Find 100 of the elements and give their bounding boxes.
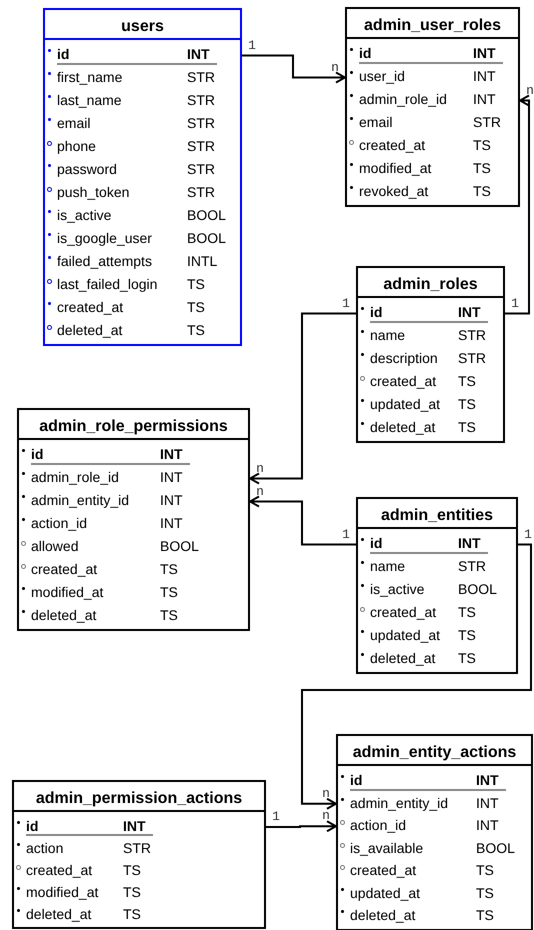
column-name: admin_entity_id [350, 794, 448, 812]
column-type: TS [160, 583, 178, 601]
column-type: STR [123, 839, 151, 857]
relationship-line [249, 496, 356, 546]
table-box [12, 780, 266, 929]
column-name: deleted_at [350, 906, 416, 924]
column-type: TS [458, 395, 476, 413]
relationship-line [242, 54, 346, 84]
column-type: INT [458, 303, 481, 321]
column-type: STR [458, 557, 486, 575]
column-name: updated_at [370, 626, 440, 644]
table-title: admin_user_roles [364, 16, 501, 36]
relationship-line [266, 820, 337, 832]
column-type: INT [187, 45, 210, 63]
column-type: INT [476, 794, 499, 812]
column-type: BOOL [476, 838, 515, 856]
column-name: description [370, 349, 438, 367]
column-type: TS [458, 603, 476, 621]
column-name: name [370, 557, 406, 575]
cardinality-label: n [321, 786, 331, 801]
column-type: INT [160, 468, 183, 486]
column-type: TS [123, 883, 141, 901]
column-name: created_at [26, 861, 92, 879]
column-name: is_google_user [57, 229, 152, 247]
column-type: TS [160, 560, 178, 578]
table-title: admin_entities [380, 506, 494, 526]
relationship-line [505, 94, 530, 314]
column-type: TS [473, 182, 491, 200]
column-name: deleted_at [57, 321, 122, 339]
cardinality-label: n [255, 484, 265, 498]
column-name: deleted_at [370, 418, 436, 436]
column-name: last_name [57, 91, 122, 109]
column-name: modified_at [359, 159, 432, 177]
column-name: created_at [31, 560, 98, 578]
column-name: failed_attempts [57, 252, 152, 270]
column-name: id [31, 445, 44, 463]
column-name: created_at [350, 861, 416, 879]
column-name: created_at [359, 136, 426, 154]
column-name: admin_entity_id [31, 491, 130, 509]
column-name: id [26, 817, 38, 835]
column-name: modified_at [26, 883, 98, 901]
table-title: admin_roles [383, 275, 478, 295]
column-type: STR [458, 349, 486, 367]
column-type: INT [123, 817, 146, 835]
column-name: id [57, 45, 70, 63]
column-type: TS [187, 321, 205, 339]
column-type: STR [187, 160, 215, 178]
table-box [17, 408, 250, 631]
column-name: id [359, 44, 372, 62]
column-type: TS [476, 906, 494, 924]
column-name: phone [57, 137, 96, 155]
cardinality-label: n [255, 462, 265, 476]
column-type: INT [476, 771, 499, 789]
column-type: BOOL [187, 229, 226, 247]
column-type: INT [476, 816, 499, 834]
column-name: last_failed_login [57, 275, 158, 293]
column-name: email [359, 113, 392, 131]
column-name: created_at [370, 372, 436, 390]
column-name: user_id [359, 67, 405, 85]
column-type: STR [473, 113, 501, 131]
table-box [345, 7, 520, 207]
column-name: action_id [31, 514, 88, 532]
column-name: is_active [57, 206, 112, 224]
column-name: is_available [350, 838, 424, 856]
column-type: STR [187, 183, 215, 201]
column-type: INT [160, 445, 183, 463]
column-type: TS [123, 861, 141, 879]
table-box [43, 8, 242, 346]
column-type: TS [187, 275, 205, 293]
column-name: deleted_at [370, 649, 436, 667]
column-type: TS [458, 418, 476, 436]
column-name: revoked_at [359, 182, 428, 200]
cardinality-label: n [525, 84, 534, 98]
cardinality-label: n [330, 60, 340, 74]
column-type: TS [458, 372, 476, 390]
column-name: action [26, 839, 64, 857]
column-name: created_at [370, 603, 436, 621]
column-type: TS [123, 905, 141, 923]
table-title: admin_role_permissions [39, 417, 228, 437]
column-type: INT [473, 90, 496, 108]
column-name: allowed [31, 537, 78, 555]
cardinality-label: n [321, 809, 331, 824]
column-name: updated_at [350, 884, 420, 902]
column-name: admin_role_id [359, 90, 447, 108]
relationship-line [249, 312, 356, 484]
column-type: TS [458, 649, 476, 667]
column-name: deleted_at [31, 606, 96, 624]
column-name: name [370, 326, 406, 344]
table-title: users [121, 17, 164, 37]
column-type: TS [473, 136, 491, 154]
column-name: updated_at [370, 395, 440, 413]
column-type: BOOL [160, 537, 199, 555]
column-type: TS [476, 861, 494, 879]
column-type: INT [458, 534, 481, 552]
column-name: id [370, 303, 382, 321]
column-type: INT [160, 491, 183, 509]
column-type: INT [160, 514, 183, 532]
table-title: admin_permission_actions [36, 789, 242, 809]
column-name: is_active [370, 580, 424, 598]
column-name: first_name [57, 68, 122, 86]
